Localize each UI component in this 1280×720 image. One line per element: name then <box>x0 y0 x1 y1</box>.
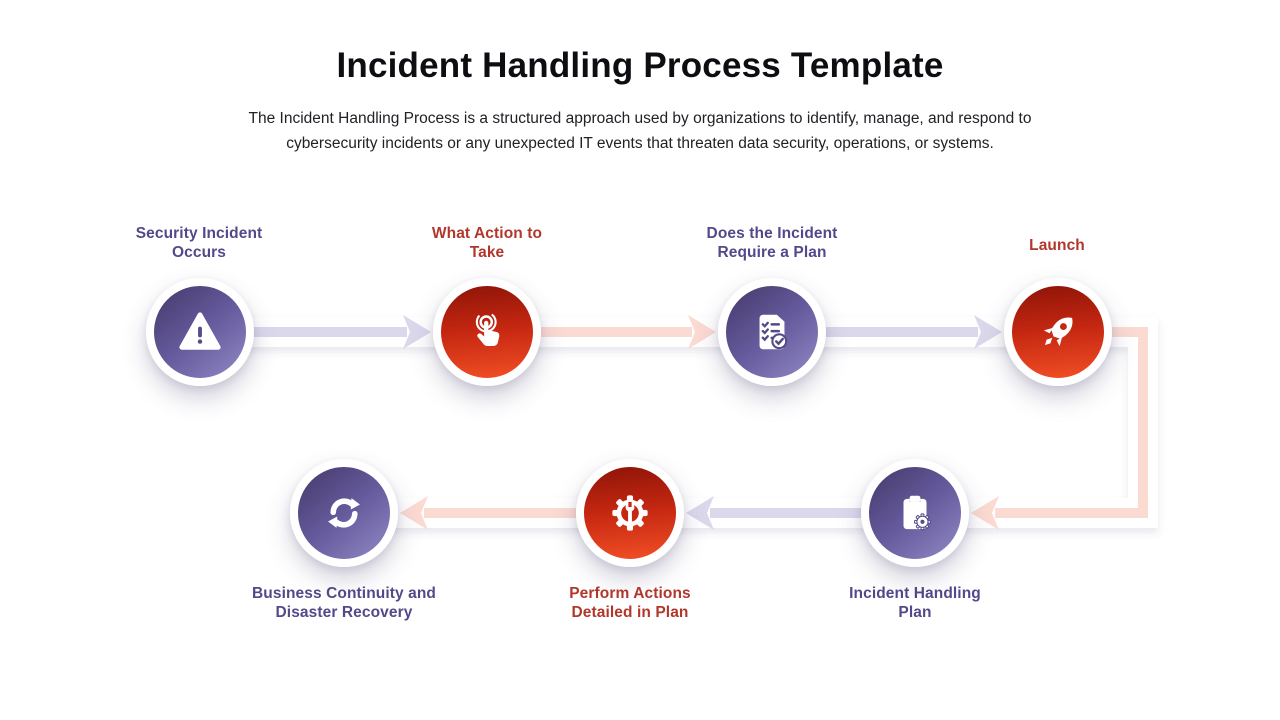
label-line: Launch <box>1029 237 1085 254</box>
rocket-icon <box>1043 317 1073 347</box>
node-circle <box>290 459 398 567</box>
page-subtitle: The Incident Handling Process is a struc… <box>0 106 1280 156</box>
node-circle <box>861 459 969 567</box>
label-line: Business Continuity and <box>251 585 436 602</box>
label-line: Occurs <box>171 244 227 261</box>
label-line: Does the Incident <box>706 225 838 242</box>
node-launch <box>1004 278 1112 386</box>
node-circle <box>576 459 684 567</box>
arrowhead-right-icon <box>974 315 1002 349</box>
node-label-perform-actions-detailed-in-plan: Perform Actions Detailed in Plan <box>510 584 750 622</box>
node-incident-handling-plan <box>861 459 969 567</box>
node-circle <box>146 278 254 386</box>
arrow-elbow-4 <box>995 327 1148 518</box>
node-label-what-action-to-take: What Action to Take <box>367 224 607 262</box>
subtitle-line-2: cybersecurity incidents or any unexpecte… <box>286 135 994 152</box>
node-label-does-the-incident-require-a-plan: Does the Incident Require a Plan <box>652 224 892 262</box>
node-what-action-to-take <box>433 278 541 386</box>
tap-icon <box>475 311 500 346</box>
page-title: Incident Handling Process Template <box>336 46 944 85</box>
warning-triangle-icon <box>179 312 221 350</box>
arrowhead-left-icon <box>400 496 428 530</box>
arrowhead-right-icon <box>403 315 431 349</box>
gear-wrench-icon <box>612 495 648 531</box>
arrowhead-right-icon <box>688 315 716 349</box>
label-line: Detailed in Plan <box>571 604 689 621</box>
node-label-security-incident-occurs: Security Incident Occurs <box>79 224 319 262</box>
label-line: Take <box>469 244 505 261</box>
arrowhead-left-icon <box>686 496 714 530</box>
label-line: Perform Actions <box>569 585 691 602</box>
node-circle <box>433 278 541 386</box>
header: Incident Handling Process Template The I… <box>0 46 1280 156</box>
label-line: Disaster Recovery <box>275 604 413 621</box>
node-security-incident-occurs <box>146 278 254 386</box>
node-perform-actions-detailed-in-plan <box>576 459 684 567</box>
node-circle <box>718 278 826 386</box>
label-line: Plan <box>898 604 932 621</box>
label-line: Security Incident <box>135 225 263 242</box>
node-label-business-continuity-and-disaster-recovery: Business Continuity and Disaster Recover… <box>224 584 464 622</box>
node-does-the-incident-require-a-plan <box>718 278 826 386</box>
label-line: Require a Plan <box>717 244 827 261</box>
subtitle-line-1: The Incident Handling Process is a struc… <box>248 110 1032 127</box>
checklist-icon <box>759 314 788 350</box>
label-line: What Action to <box>431 225 543 242</box>
clipboard-gear-icon <box>903 495 931 531</box>
node-label-incident-handling-plan: Incident Handling Plan <box>795 584 1035 622</box>
sync-icon <box>328 498 360 528</box>
node-circle <box>1004 278 1112 386</box>
arrowhead-left-icon <box>971 496 999 530</box>
label-line: Incident Handling <box>849 585 981 602</box>
node-label-launch: Launch <box>937 236 1177 255</box>
node-business-continuity-and-disaster-recovery <box>290 459 398 567</box>
